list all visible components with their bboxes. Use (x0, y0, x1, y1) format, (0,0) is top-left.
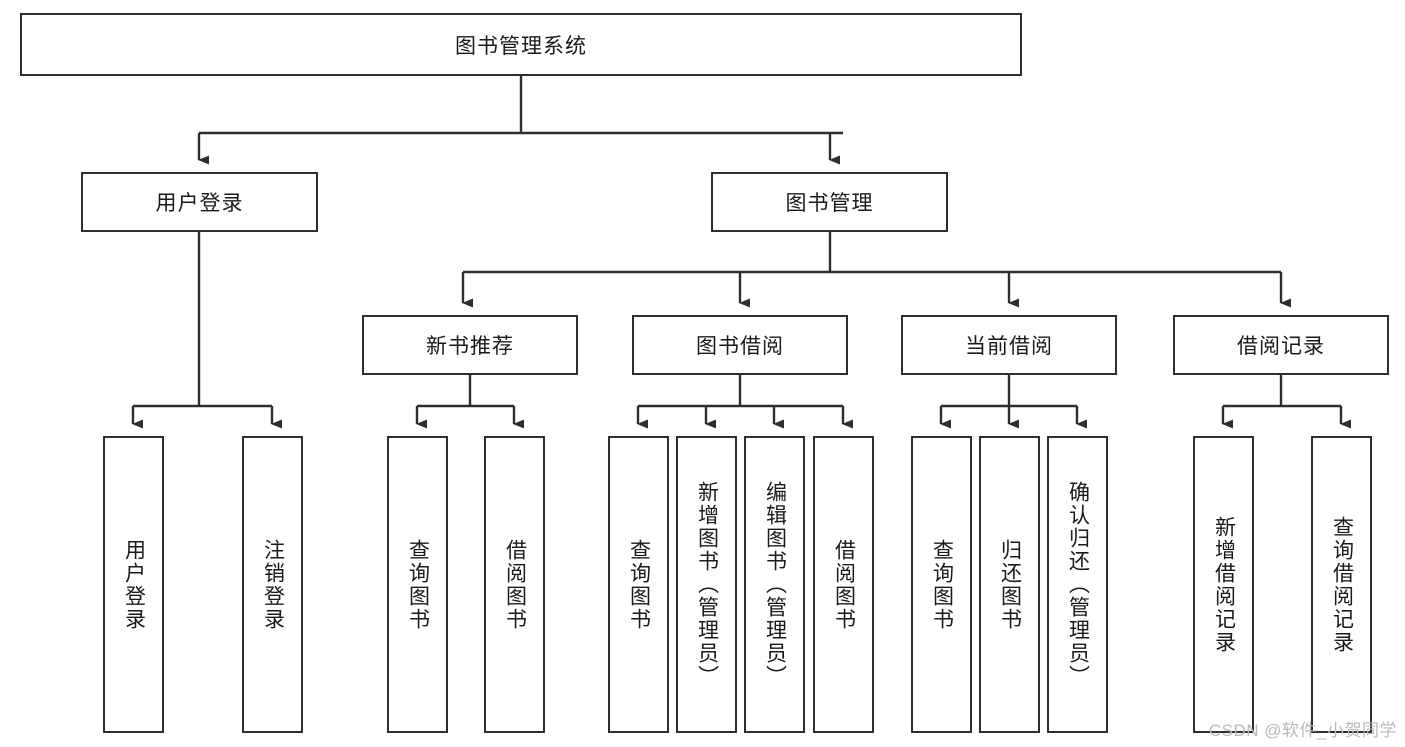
leaf-current-query-book[interactable]: 查询图书 (911, 436, 972, 733)
csdn-watermark: CSDN @软件_小贺同学 (1208, 721, 1397, 740)
node-book-borrow-label: 图书借阅 (696, 335, 784, 358)
leaf-record-query-record-label: 查询借阅记录 (1330, 515, 1354, 654)
leaf-user-login-logout[interactable]: 注销登录 (242, 436, 303, 733)
leaf-current-return-book-label: 归还图书 (998, 538, 1022, 631)
leaf-borrow-query-book-label: 查询图书 (627, 538, 651, 631)
node-borrow-record-label: 借阅记录 (1237, 335, 1325, 358)
leaf-recommend-borrow-book-label: 借阅图书 (503, 538, 527, 631)
node-current-borrow-label: 当前借阅 (965, 335, 1053, 358)
leaf-borrow-edit-book-admin[interactable]: 编辑图书（管理员） (744, 436, 805, 733)
node-book-management[interactable]: 图书管理 (711, 172, 948, 232)
leaf-borrow-edit-book-admin-label: 编辑图书（管理员） (763, 481, 787, 688)
leaf-record-add-record-label: 新增借阅记录 (1212, 515, 1236, 654)
leaf-borrow-add-book-admin-label: 新增图书（管理员） (695, 481, 719, 688)
leaf-user-login-login[interactable]: 用户登录 (103, 436, 164, 733)
leaf-borrow-borrow-book-label: 借阅图书 (832, 538, 856, 631)
node-book-borrow[interactable]: 图书借阅 (632, 315, 848, 375)
leaf-recommend-borrow-book[interactable]: 借阅图书 (484, 436, 545, 733)
leaf-record-add-record[interactable]: 新增借阅记录 (1193, 436, 1254, 733)
leaf-current-return-book[interactable]: 归还图书 (979, 436, 1040, 733)
leaf-record-query-record[interactable]: 查询借阅记录 (1311, 436, 1372, 733)
leaf-current-query-book-label: 查询图书 (930, 538, 954, 631)
leaf-user-login-login-label: 用户登录 (122, 538, 146, 631)
node-book-management-label: 图书管理 (785, 192, 874, 215)
node-current-borrow[interactable]: 当前借阅 (901, 315, 1117, 375)
leaf-recommend-query-book[interactable]: 查询图书 (387, 436, 448, 733)
node-root-label: 图书管理系统 (455, 34, 587, 58)
leaf-user-login-logout-label: 注销登录 (261, 538, 285, 631)
leaf-borrow-add-book-admin[interactable]: 新增图书（管理员） (676, 436, 737, 733)
node-user-login[interactable]: 用户登录 (81, 172, 318, 232)
leaf-borrow-borrow-book[interactable]: 借阅图书 (813, 436, 874, 733)
leaf-current-confirm-return-admin-label: 确认归还（管理员） (1066, 481, 1090, 688)
node-borrow-record[interactable]: 借阅记录 (1173, 315, 1389, 375)
leaf-current-confirm-return-admin[interactable]: 确认归还（管理员） (1047, 436, 1108, 733)
node-new-book-recommend[interactable]: 新书推荐 (362, 315, 578, 375)
leaf-borrow-query-book[interactable]: 查询图书 (608, 436, 669, 733)
leaf-recommend-query-book-label: 查询图书 (406, 538, 430, 631)
node-root[interactable]: 图书管理系统 (20, 13, 1022, 76)
node-user-login-label: 用户登录 (155, 192, 244, 215)
node-new-book-recommend-label: 新书推荐 (426, 335, 514, 358)
